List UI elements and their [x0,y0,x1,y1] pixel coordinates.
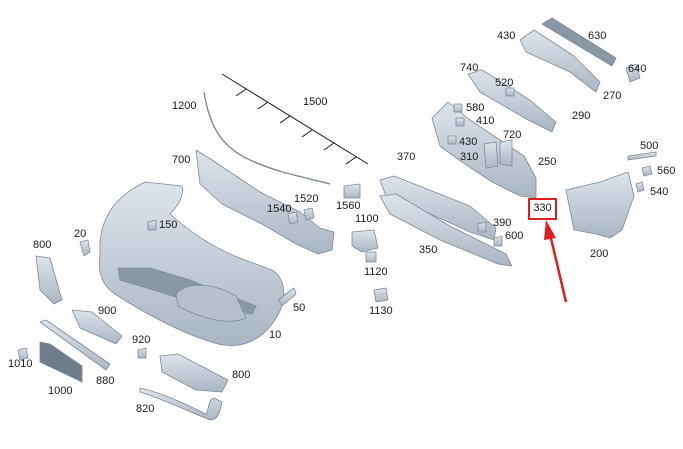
part-label-880[interactable]: 880 [96,375,115,387]
part-label-350[interactable]: 350 [419,244,438,256]
part-label-430-top[interactable]: 430 [497,30,516,42]
bracket-20-part [79,239,91,257]
part-label-1100[interactable]: 1100 [355,213,379,225]
clip-390-part [477,221,487,233]
part-label-270[interactable]: 270 [603,90,622,102]
part-label-1000[interactable]: 1000 [48,385,73,397]
part-label-540[interactable]: 540 [650,186,669,198]
clip-150-part [147,219,157,231]
grille-800-left-part [35,255,63,305]
strip-630-part [541,17,617,67]
clip-920-part [137,347,147,359]
clip-1120-part [365,251,377,263]
grille-900-part [71,309,123,345]
part-label-820[interactable]: 820 [136,403,155,415]
part-label-1200[interactable]: 1200 [172,100,197,112]
part-label-560[interactable]: 560 [657,165,676,177]
clip-600-part [493,235,503,247]
part-label-410[interactable]: 410 [476,115,495,127]
clip-430-part [447,135,457,145]
part-label-1560[interactable]: 1560 [336,200,361,212]
part-label-500[interactable]: 500 [640,140,659,152]
part-label-1010[interactable]: 1010 [8,358,33,370]
part-label-800-lower[interactable]: 800 [232,369,251,381]
part-label-1540[interactable]: 1540 [267,203,292,215]
clip-1010-part [17,347,29,361]
clip-520-part [505,87,515,97]
part-label-920[interactable]: 920 [132,334,151,346]
part-label-20[interactable]: 20 [74,228,87,240]
part-label-370[interactable]: 370 [397,151,416,163]
part-label-580[interactable]: 580 [466,102,485,114]
part-label-150[interactable]: 150 [159,219,178,231]
cover-1130-part [373,287,389,303]
panel-1000-part [39,341,83,383]
beam-350-part [379,193,513,267]
part-label-740[interactable]: 740 [460,62,479,74]
clip-410-part [455,117,465,127]
part-label-640[interactable]: 640 [628,63,647,75]
sensor-1540-part [287,211,299,225]
part-label-800-left[interactable]: 800 [33,239,52,251]
part-label-290[interactable]: 290 [572,110,591,122]
strip-880-part [39,319,111,371]
bracket-640-part [625,63,641,83]
part-label-1120[interactable]: 1120 [364,266,388,278]
absorber-700-part [195,149,335,255]
grille-800-lower-part [159,353,229,393]
trim-820-part [139,387,223,421]
part-label-1520[interactable]: 1520 [294,193,319,205]
part-label-390[interactable]: 390 [493,217,512,229]
part-label-50[interactable]: 50 [293,302,306,314]
part-label-200[interactable]: 200 [590,248,609,260]
part-label-1130[interactable]: 1130 [369,305,393,317]
clip-540-part [635,181,645,193]
part-label-720[interactable]: 720 [503,129,522,141]
part-label-600[interactable]: 600 [505,230,524,242]
part-label-700[interactable]: 700 [172,154,191,166]
bracket-720-part [499,139,513,167]
red-arrow-icon [544,220,568,303]
part-label-430-mid[interactable]: 430 [459,136,478,148]
strip-500-part [627,151,657,161]
carrier-270-part [519,29,601,93]
washer-hose-1200 [203,91,331,185]
clip-580-part [453,103,463,113]
part-label-10[interactable]: 10 [269,329,282,341]
sensor-1520-part [303,207,315,221]
harness-1500 [221,73,369,165]
trim-50-part [277,287,297,307]
part-label-900[interactable]: 900 [98,305,117,317]
part-label-310[interactable]: 310 [460,151,479,163]
part-label-630[interactable]: 630 [588,30,607,42]
part-label-1500[interactable]: 1500 [303,96,328,108]
part-label-330-highlighted[interactable]: 330 [528,198,557,220]
bracket-200-part [565,171,635,239]
part-label-520[interactable]: 520 [495,77,514,89]
bracket-310-part [483,141,499,169]
clip-560-part [641,165,653,177]
carrier-290-part [467,69,557,133]
bracket-1100-part [351,229,379,253]
bracket-1560-part [343,183,361,199]
part-label-250[interactable]: 250 [538,156,557,168]
